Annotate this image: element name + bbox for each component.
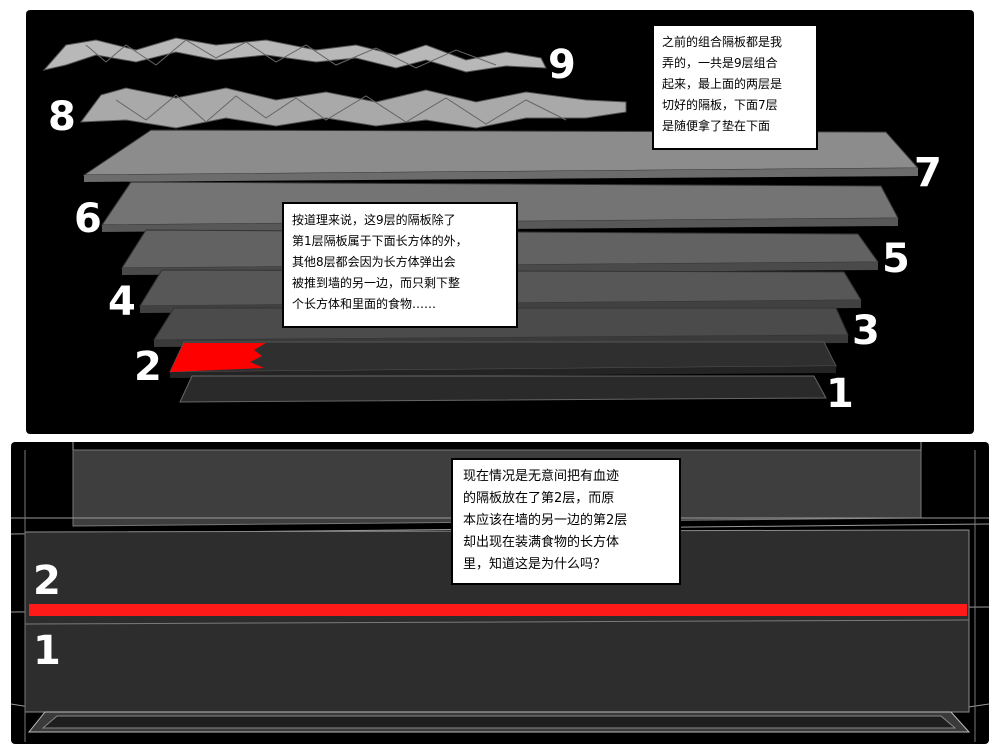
- note-right-line: 弄的，一共是9层组合: [662, 56, 778, 70]
- note-bottom: 现在情况是无意间把有血迹 的隔板放在了第2层，而原 本应该在墙的另一边的第2层 …: [451, 458, 681, 585]
- note-bottom-line: 却出现在装满食物的长方体: [463, 535, 620, 550]
- note-bottom-line: 里，知道这是为什么吗？: [463, 557, 607, 572]
- blood-stained-plate: [29, 604, 967, 616]
- note-right: 之前的组合隔板都是我 弄的，一共是9层组合 起来，最上面的两层是 切好的隔板，下…: [652, 24, 818, 150]
- layer-number-3: 3: [852, 308, 880, 354]
- note-center-line: 第1层隔板属于下面长方体的外，: [292, 234, 468, 248]
- plate-layer-9: [42, 37, 547, 73]
- note-right-line: 是随便拿了垫在下面: [662, 119, 771, 133]
- note-center-line: 按道理来说，这9层的隔板除了: [292, 213, 456, 227]
- note-right-line: 切好的隔板，下面7层: [662, 98, 778, 112]
- bottom-comic-panel: 2 1 现在情况是无意间把有血迹 的隔板放在了第2层，而原 本应该在墙的另一边的…: [11, 442, 989, 744]
- plate-layer-1: [179, 375, 827, 403]
- note-center-line: 其他8层都会因为长方体弹出会: [292, 255, 456, 269]
- blood-stain: [170, 343, 266, 372]
- note-right-line: 起来，最上面的两层是: [662, 77, 783, 91]
- bottom-tray: [27, 711, 971, 733]
- layer-number-7: 7: [914, 150, 942, 196]
- plate-layer-8: [79, 87, 627, 129]
- layer-number-4: 4: [108, 279, 136, 325]
- layer-number-1: 1: [826, 371, 854, 417]
- layer-number-5: 5: [882, 236, 910, 282]
- note-center-line: 个长方体和里面的食物……: [292, 297, 437, 311]
- note-center-line: 被推到墙的另一边，而只剩下整: [292, 276, 461, 290]
- note-bottom-line: 本应该在墙的另一边的第2层: [463, 513, 628, 528]
- note-center: 按道理来说，这9层的隔板除了 第1层隔板属于下面长方体的外， 其他8层都会因为长…: [282, 202, 518, 328]
- layer-number-2: 2: [33, 558, 61, 604]
- layer-number-6: 6: [74, 196, 102, 242]
- note-bottom-line: 现在情况是无意间把有血迹: [463, 469, 620, 484]
- layer-number-9: 9: [548, 42, 576, 88]
- plate-layer-2: [169, 341, 837, 378]
- note-right-line: 之前的组合隔板都是我: [662, 35, 783, 49]
- layer-number-2: 2: [134, 344, 162, 390]
- layer-number-8: 8: [48, 94, 76, 140]
- note-bottom-line: 的隔板放在了第2层，而原: [463, 491, 615, 506]
- layer-number-1: 1: [33, 628, 61, 674]
- top-comic-panel: 1 2 3 4 5 6 7 8 9 之前的组合隔板都是我 弄的，一共是9层组合 …: [26, 10, 974, 434]
